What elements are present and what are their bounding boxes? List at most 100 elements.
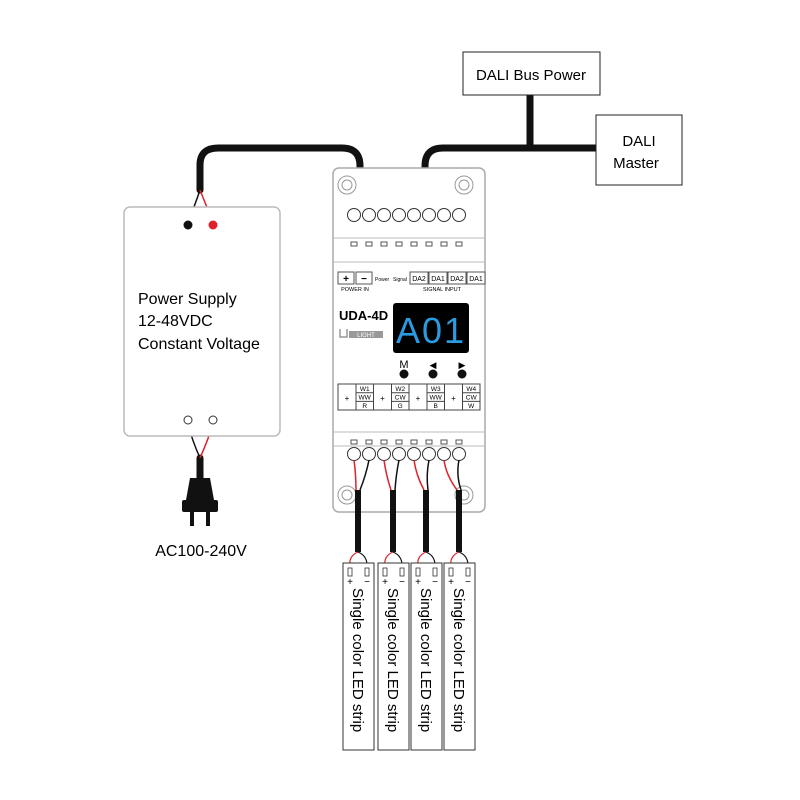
display-readout: A01 — [396, 310, 466, 351]
ps-label-1: Power Supply — [138, 291, 237, 308]
ps-to-module-cable — [196, 144, 364, 194]
screw-terminal — [452, 447, 466, 461]
output-channel-label: WW — [359, 395, 372, 402]
brand-logo: LIGHT — [339, 329, 383, 339]
dali-master-box — [595, 114, 683, 186]
strip-minus-label: − — [432, 577, 438, 588]
ac-input-label: AC100-240V — [155, 543, 247, 560]
output-plus-label: + — [416, 394, 421, 403]
strip-label: Single color LED strip — [417, 588, 434, 732]
output-channel-label: G — [398, 403, 403, 410]
output-channel-label: W4 — [466, 386, 476, 393]
m-button-label: M — [399, 359, 408, 371]
output-channel-label: B — [434, 403, 438, 410]
screw-terminal — [437, 447, 451, 461]
right-button-label: ▶ — [459, 360, 466, 370]
terminal-led — [410, 439, 418, 445]
output-plus-label: + — [451, 394, 456, 403]
output-channel-label: CW — [466, 395, 478, 402]
signal-terminal-label: DA2 — [412, 276, 426, 283]
strip-plus-label: + — [382, 577, 388, 588]
cables — [196, 91, 601, 482]
strip-label: Single color LED strip — [450, 588, 467, 732]
screw-terminal — [377, 447, 391, 461]
terminal-led — [350, 439, 358, 445]
dali-master-label-2: Master — [613, 155, 659, 172]
ps-positive-terminal — [208, 220, 218, 230]
terminal-led — [425, 241, 433, 247]
screw-terminal — [362, 447, 376, 461]
signal-terminal — [466, 271, 486, 285]
brand-label: LIGHT — [357, 333, 375, 339]
output-channel-label: W2 — [395, 386, 405, 393]
m-button[interactable] — [399, 369, 409, 379]
output-channel-label: W — [468, 403, 475, 410]
strip-plus-label: + — [448, 577, 454, 588]
strip-label: Single color LED strip — [384, 588, 401, 732]
led-strip: +−Single color LED strip — [410, 562, 443, 751]
output-channel-box — [426, 383, 445, 411]
output-channel-label: R — [362, 403, 367, 410]
output-channel-label: W3 — [431, 386, 441, 393]
terminal-led — [350, 241, 358, 247]
strip-minus-label: − — [399, 577, 405, 588]
power-in-terminals: + − POWER IN — [337, 271, 373, 293]
power-in-label: POWER IN — [341, 287, 369, 293]
screw-terminal — [347, 447, 361, 461]
terminal-led — [455, 241, 463, 247]
strip-minus-label: − — [465, 577, 471, 588]
ps-label-2: 12-48VDC — [138, 313, 213, 330]
signal-label: Signal — [393, 277, 407, 283]
terminal-led — [395, 439, 403, 445]
screw-terminal — [407, 447, 421, 461]
output-channel-box — [355, 383, 374, 411]
terminal-led — [395, 241, 403, 247]
power-minus-label: − — [361, 274, 367, 285]
screw-terminal — [422, 447, 436, 461]
signal-terminal — [447, 271, 467, 285]
screw-terminal — [407, 208, 421, 222]
led-strip: +−Single color LED strip — [377, 562, 410, 751]
left-button[interactable] — [428, 369, 438, 379]
strip-body — [377, 562, 410, 751]
output-plus-label: + — [380, 394, 385, 403]
strip-body — [443, 562, 476, 751]
output-channel-label: CW — [395, 395, 407, 402]
led-strip: +−Single color LED strip — [443, 562, 476, 751]
model-label: UDA-4D — [339, 308, 388, 323]
top-terminals — [347, 208, 466, 247]
strip-body — [410, 562, 443, 751]
output-channel-box — [462, 383, 481, 411]
right-button[interactable] — [457, 369, 467, 379]
output-plus-label: + — [345, 394, 350, 403]
screw-terminal — [362, 208, 376, 222]
terminal-led — [380, 241, 388, 247]
signal-input-label: SIGNAL INPUT — [423, 287, 462, 293]
led-strip: +−Single color LED strip — [342, 562, 375, 751]
screw-terminal — [422, 208, 436, 222]
led-strips: +−Single color LED strip+−Single color L… — [342, 562, 476, 751]
power-supply-box — [123, 206, 281, 437]
screw-terminal — [392, 208, 406, 222]
strip-plus-label: + — [415, 577, 421, 588]
strip-body — [342, 562, 375, 751]
screw-terminal — [437, 208, 451, 222]
output-channel-label: WW — [430, 395, 443, 402]
power-label: Power — [375, 277, 390, 283]
ps-label-3: Constant Voltage — [138, 336, 260, 353]
signal-terminal — [428, 271, 448, 285]
led-display — [393, 303, 469, 353]
dali-bus-cable — [421, 144, 601, 194]
signal-terminal — [409, 271, 429, 285]
signal-terminal-label: DA1 — [469, 276, 483, 283]
terminal-led — [440, 439, 448, 445]
screw-terminal — [392, 447, 406, 461]
ps-ac-terminal-l — [183, 415, 193, 425]
dali-bus-power-box — [462, 51, 601, 96]
signal-terminal-label: DA1 — [431, 276, 445, 283]
terminal-led — [365, 439, 373, 445]
dali-bus-power-label: DALI Bus Power — [476, 67, 586, 84]
